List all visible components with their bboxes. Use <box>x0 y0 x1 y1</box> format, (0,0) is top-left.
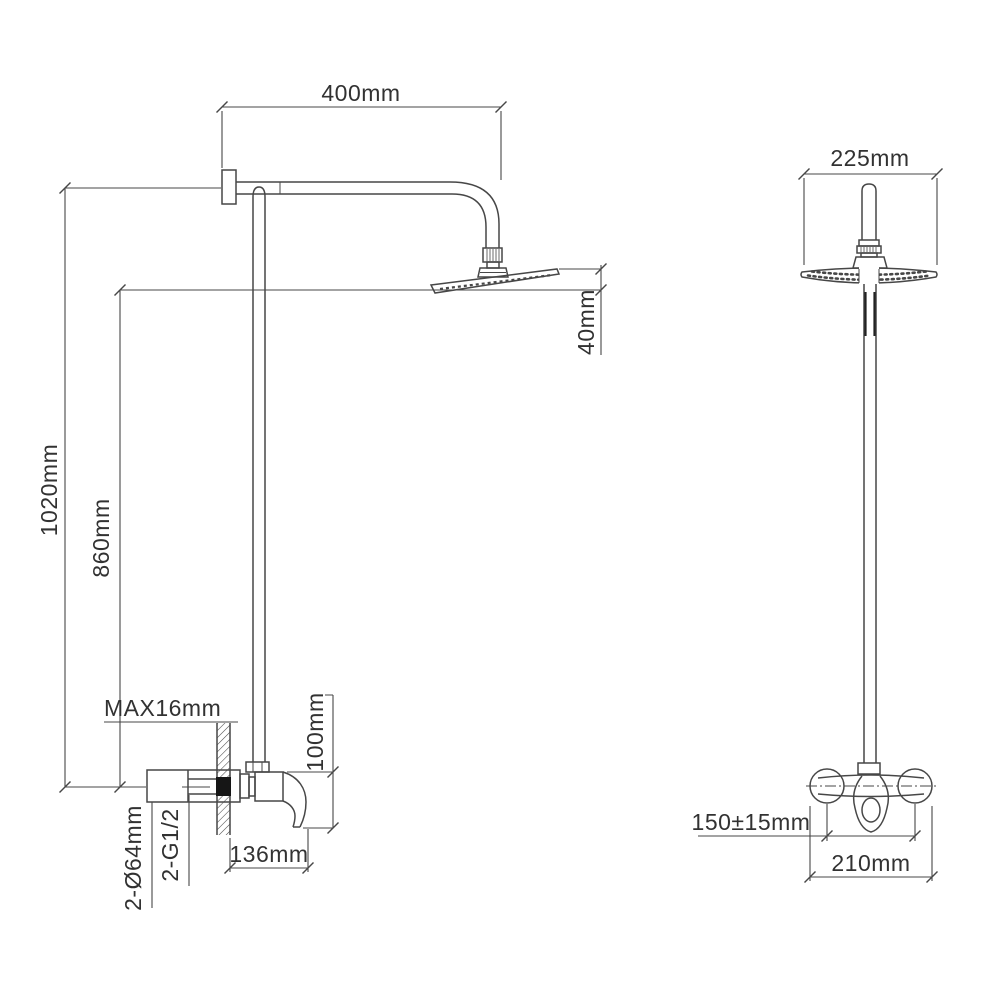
wall-thickness-label: MAX16mm <box>104 695 221 721</box>
thread-size-label: 2-G1/2 <box>157 808 183 881</box>
wall-section <box>216 723 231 835</box>
arm-length-label: 400mm <box>321 80 400 106</box>
total-height-label: 1020mm <box>36 444 62 536</box>
riser-pipe-side <box>252 186 266 762</box>
shower-arm-side <box>236 181 500 248</box>
handle-drop-label: 100mm <box>302 692 328 771</box>
riser-height-label: 860mm <box>88 498 114 577</box>
label-flange-size: 2-Ø64mm <box>120 802 153 911</box>
head-connector-side <box>477 247 509 278</box>
wall-anchor-block <box>216 777 231 796</box>
head-drop-label: 40mm <box>573 289 599 355</box>
dim-arm-length: 400mm <box>215 80 508 180</box>
dim-handle-drop: 100mm <box>287 692 340 835</box>
flange-size-label: 2-Ø64mm <box>120 805 146 911</box>
shower-head-front <box>800 267 938 284</box>
valve-handle-front <box>852 775 890 833</box>
dim-wall-thickness: MAX16mm <box>104 695 238 723</box>
dim-valve-projection: 136mm <box>223 829 315 875</box>
side-view: 400mm <box>36 80 608 911</box>
mixer-valve-side <box>146 761 307 828</box>
riser-connection-nut <box>245 761 270 773</box>
valve-handle-side <box>282 771 307 828</box>
wall-bracket <box>221 169 237 205</box>
shower-arm-front <box>852 183 888 269</box>
valve-projection-label: 136mm <box>229 841 308 867</box>
riser-pipe-front <box>863 284 877 763</box>
dim-riser-height: 860mm <box>88 283 601 794</box>
dim-valve-width: 210mm <box>803 806 939 884</box>
head-diameter-label: 225mm <box>830 145 909 171</box>
mixer-valve-front <box>806 762 936 833</box>
dim-total-height: 1020mm <box>36 181 221 794</box>
label-thread-size: 2-G1/2 <box>157 795 190 886</box>
valve-width-label: 210mm <box>831 850 910 876</box>
front-view: 225mm <box>692 145 944 884</box>
dim-inlet-spacing: 150±15mm <box>692 804 922 843</box>
inlet-spacing-label: 150±15mm <box>692 809 811 835</box>
dim-head-drop: 40mm <box>559 262 608 355</box>
dim-head-diameter: 225mm <box>797 145 944 265</box>
spray-nozzles-side <box>439 273 553 291</box>
